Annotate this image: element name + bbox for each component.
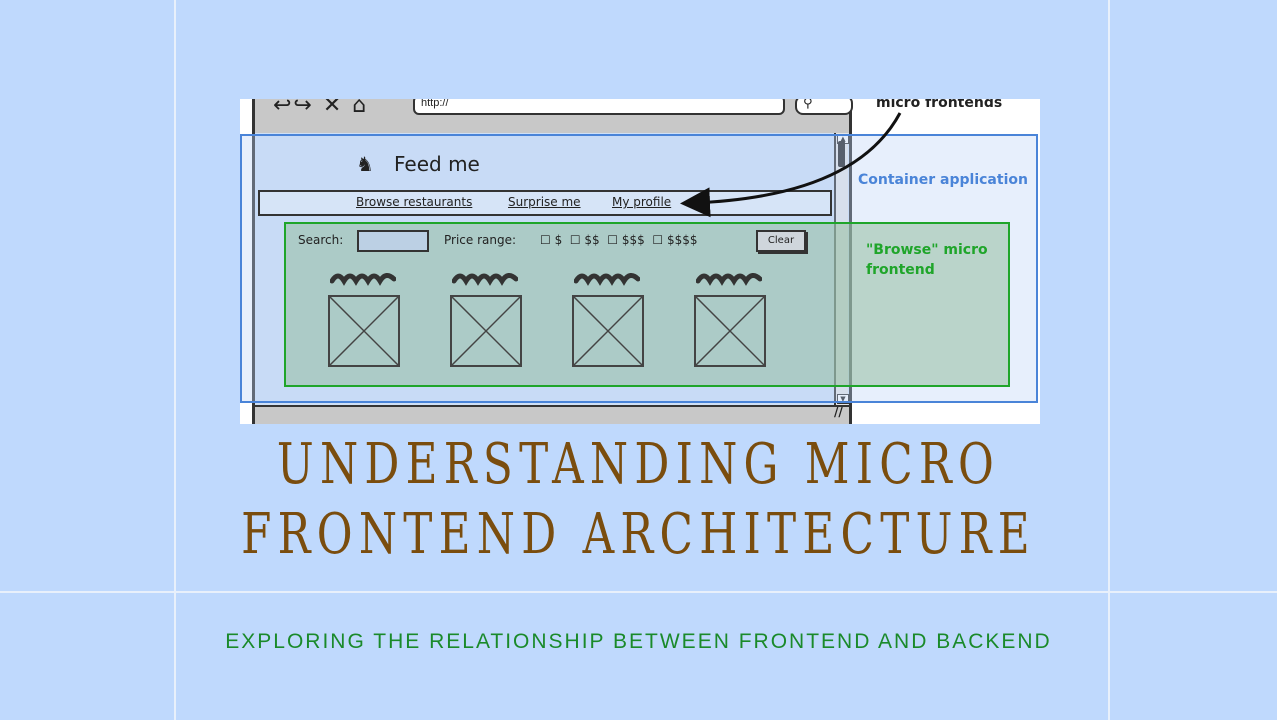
resize-grip-icon: // (834, 405, 843, 419)
image-placeholder-icon (328, 295, 400, 367)
price-range-options[interactable]: ☐ $ ☐ $$ ☐ $$$ ☐ $$$$ (540, 233, 698, 247)
nav-link-browse[interactable]: Browse restaurants (356, 195, 473, 209)
url-text: http:// (421, 99, 449, 109)
price-range-label: Price range: (444, 233, 517, 247)
scroll-down-icon: ▼ (837, 394, 849, 404)
search-input[interactable] (357, 230, 429, 252)
nav-link-surprise[interactable]: Surprise me (508, 195, 581, 209)
annotation-arrow (680, 112, 902, 218)
scribble-placeholder-4 (696, 273, 762, 286)
image-placeholder-icon (572, 295, 644, 367)
browser-statusbar (252, 405, 852, 424)
grid-line-horizontal (0, 591, 1277, 593)
browser-nav-icons: ↩↪ ✕ ⌂ (273, 99, 369, 118)
scribble-placeholder-2 (452, 273, 518, 286)
app-title: Feed me (394, 152, 480, 176)
grid-line-left (174, 0, 176, 720)
grid-line-right (1108, 0, 1110, 720)
slide-subtitle: EXPLORING THE RELATIONSHIP BETWEEN FRONT… (225, 630, 1052, 653)
browse-micro-frontend-label: "Browse" micro frontend (866, 242, 988, 278)
nav-link-profile[interactable]: My profile (612, 195, 672, 209)
wireframe-diagram: ↩↪ ✕ ⌂ http:// ⚲ ▲ ▼ // ♞ Feed me Browse… (240, 99, 1040, 424)
browser-search-button: ⚲ (795, 99, 853, 115)
app-nav-bar: Browse restaurants Surprise me My profil… (258, 190, 832, 216)
scribble-placeholder-3 (574, 273, 640, 286)
url-bar: http:// (413, 99, 785, 115)
image-placeholder-icon (694, 295, 766, 367)
scribble-placeholder-1 (330, 273, 396, 286)
fork-knife-icon: ♞ (356, 152, 374, 176)
search-label: Search: (298, 233, 344, 247)
browser-toolbar: ↩↪ ✕ ⌂ http:// ⚲ (252, 99, 853, 133)
image-placeholder-icon (450, 295, 522, 367)
scroll-thumb (838, 141, 845, 167)
slide-title: UNDERSTANDING MICRO FRONTEND ARCHITECTUR… (241, 432, 1036, 567)
clear-button[interactable]: Clear (756, 230, 806, 252)
container-application-label: Container application (858, 172, 1028, 188)
search-icon: ⚲ (803, 99, 813, 111)
micro-frontends-annotation: micro frontends (876, 99, 1003, 111)
